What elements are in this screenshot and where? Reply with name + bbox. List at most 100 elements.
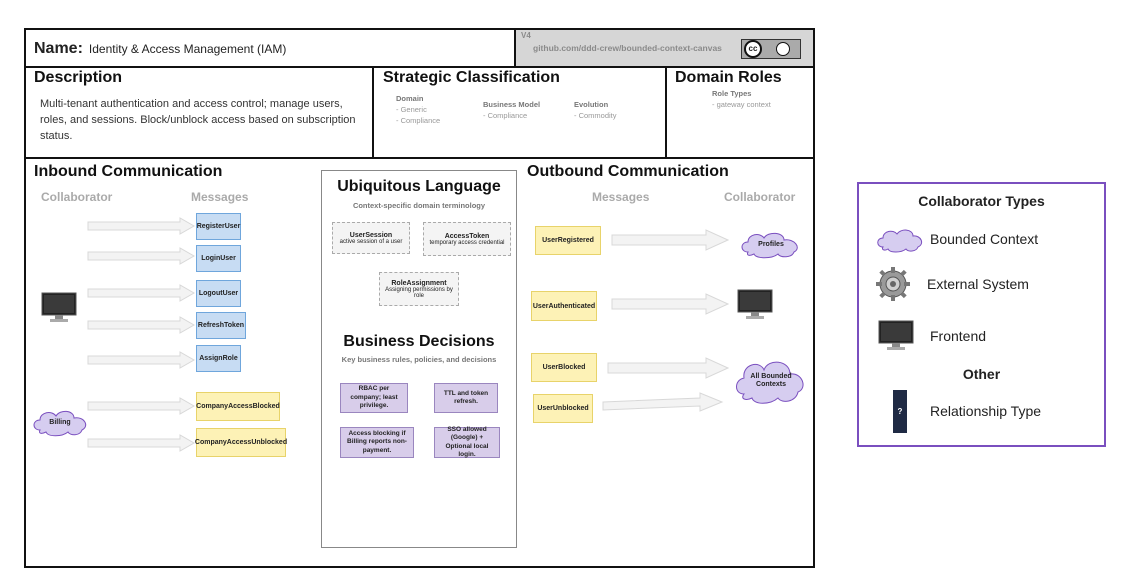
cloud-icon <box>741 232 798 259</box>
term-name: RoleAssignment <box>391 279 447 287</box>
legend-item: Bounded Context <box>875 226 1095 256</box>
outbound-collaborator-header: Collaborator <box>724 190 796 204</box>
term-card: AccessToken temporary access credential <box>423 222 511 256</box>
arrow <box>607 357 730 379</box>
term-desc: Assigning permissions by role <box>385 286 453 299</box>
frontend-collaborator <box>41 292 77 329</box>
ubiquitous-title: Ubiquitous Language <box>337 178 501 195</box>
domain-classification: Domain - Generic - Compliance <box>396 94 440 125</box>
inbound-message[interactable]: AssignRole <box>196 345 241 372</box>
inbound-message[interactable]: LogoutUser <box>196 280 241 307</box>
attribution-icon <box>776 42 790 56</box>
monitor-icon <box>878 320 914 350</box>
header-divider <box>514 28 516 66</box>
decision-card: TTL and token refresh. <box>434 383 498 413</box>
legend-label: External System <box>927 276 1029 292</box>
repo-link[interactable]: github.com/ddd-crew/bounded-context-canv… <box>533 43 722 53</box>
outbound-message[interactable]: UserRegistered <box>535 226 601 255</box>
monitor-icon <box>737 289 773 319</box>
inbound-message[interactable]: RegisterUser <box>196 213 241 240</box>
legend-item: Frontend <box>878 320 1098 356</box>
name-label: Name: <box>34 40 83 57</box>
role-types: Role Types - gateway context <box>712 89 771 109</box>
term-desc: active session of a user <box>339 238 403 245</box>
arrow <box>87 397 196 415</box>
inbound-message[interactable]: CompanyAccessBlocked <box>196 392 280 421</box>
cloud-icon <box>877 229 923 253</box>
domain-roles-title: Domain Roles <box>675 69 782 86</box>
outbound-messages-header: Messages <box>592 190 650 204</box>
inbound-messages-header: Messages <box>191 190 249 204</box>
inbound-collaborator-header: Collaborator <box>41 190 113 204</box>
term-card: UserSession active session of a user <box>332 222 410 254</box>
arrow <box>87 247 196 265</box>
canvas-frame <box>24 28 815 568</box>
arrow <box>87 351 196 369</box>
header-bottom-line <box>24 66 815 68</box>
business-decisions-subtitle: Key business rules, policies, and decisi… <box>341 355 497 364</box>
arrow <box>611 293 730 315</box>
monitor-icon <box>41 292 77 322</box>
legend-other-title: Other <box>962 366 1001 382</box>
relationship-symbol: ? <box>897 407 903 416</box>
legend-label: Bounded Context <box>930 231 1039 247</box>
legend-label: Relationship Type <box>930 403 1042 419</box>
term-name: AccessToken <box>444 232 490 240</box>
domain-item: - Compliance <box>396 116 441 125</box>
decision-card: SSO allowed (Google) + Optional local lo… <box>434 426 500 458</box>
cloud-icon <box>736 361 804 404</box>
center-panel <box>321 170 517 548</box>
legend-title: Collaborator Types <box>918 193 1045 209</box>
term-desc: temporary access credential <box>429 239 505 246</box>
evolution-classification: Evolution - Commodity <box>574 100 617 120</box>
version-label: V4 <box>521 31 531 40</box>
decision-card: Access blocking if Billing reports non-p… <box>340 427 414 458</box>
evolution-item: - Commodity <box>574 111 617 120</box>
domain-item: - Generic <box>396 105 427 114</box>
license-badge: cc <box>741 39 801 59</box>
outbound-title: Outbound Communication <box>527 163 729 180</box>
business-model-classification: Business Model - Compliance <box>483 100 540 120</box>
context-name: Identity & Access Management (IAM) <box>88 42 287 56</box>
inbound-message[interactable]: RefreshToken <box>196 312 246 339</box>
section-divider-line <box>24 157 815 159</box>
domain-label: Domain <box>396 94 424 103</box>
outbound-message[interactable]: UserUnblocked <box>533 394 593 423</box>
business-model-item: - Compliance <box>483 111 528 120</box>
outbound-message[interactable]: UserAuthenticated <box>531 291 597 321</box>
inbound-message[interactable]: LoginUser <box>196 245 241 272</box>
arrow <box>602 392 724 412</box>
description-divider <box>372 66 374 158</box>
collaborator-label: Billing <box>49 418 71 426</box>
legend-label: Frontend <box>930 328 987 344</box>
description-title: Description <box>34 69 123 86</box>
decision-card: RBAC per company; least privilege. <box>340 383 408 413</box>
legend-item: ? Relationship Type <box>893 390 1093 434</box>
outbound-message[interactable]: UserBlocked <box>531 353 597 382</box>
name-field: Name: Identity & Access Management (IAM) <box>34 38 514 60</box>
arrow <box>87 217 196 235</box>
legend-box <box>857 182 1106 447</box>
strategic-divider <box>665 66 667 158</box>
gear-icon <box>876 267 910 301</box>
inbound-message[interactable]: CompanyAccessUnblocked <box>195 428 287 457</box>
arrow <box>87 434 196 452</box>
frontend-collaborator <box>737 289 773 326</box>
term-card: RoleAssignment Assigning permissions by … <box>379 272 459 306</box>
arrow <box>87 284 196 302</box>
cc-icon: cc <box>744 40 762 58</box>
description-text: Multi-tenant authentication and access c… <box>40 98 356 142</box>
collaborator-label: All Bounded Contexts <box>750 372 792 388</box>
legend-item: External System <box>875 266 1095 306</box>
business-model-label: Business Model <box>483 100 541 109</box>
all-bounded-contexts-collaborator[interactable]: All Bounded Contexts <box>732 356 810 406</box>
profiles-collaborator[interactable]: Profiles <box>738 228 806 260</box>
cloud-icon <box>33 410 87 437</box>
business-decisions-title: Business Decisions <box>343 333 495 350</box>
role-type-item: - gateway context <box>712 100 771 109</box>
collaborator-label: Profiles <box>758 240 784 248</box>
billing-collaborator[interactable]: Billing <box>30 406 94 438</box>
ubiquitous-subtitle: Context-specific domain terminology <box>352 201 486 210</box>
